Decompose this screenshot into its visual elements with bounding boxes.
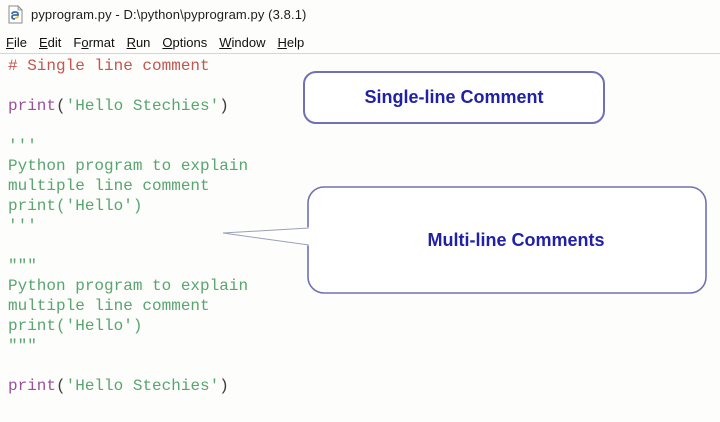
code-token: Python program to explain <box>8 157 249 175</box>
callout-multi-line-label: Multi-line Comments <box>427 229 605 250</box>
code-line: multiple line comment <box>8 296 720 316</box>
window-title: pyprogram.py - D:\python\pyprogram.py (3… <box>31 7 307 22</box>
code-line: ''' <box>8 216 720 236</box>
code-token: Python program to explain <box>8 277 249 295</box>
python-file-icon <box>7 5 24 24</box>
code-line: """ <box>8 336 720 356</box>
code-token: ''' <box>8 217 37 235</box>
menu-item-options[interactable]: Options <box>162 35 208 50</box>
code-token: ( <box>56 377 66 395</box>
code-line: print('Hello') <box>8 196 720 216</box>
code-line: print('Hello Stechies') <box>8 96 720 116</box>
menu-item-run[interactable]: Run <box>126 35 151 50</box>
menu-item-file[interactable]: File <box>6 35 27 50</box>
menu-separator <box>0 53 720 54</box>
menu-item-edit[interactable]: Edit <box>38 35 62 50</box>
menu-bar: File Edit Format Run Options Window Help <box>6 35 316 50</box>
code-token: ( <box>56 97 66 115</box>
code-token: multiple line comment <box>8 177 210 195</box>
callout-single-line-bubble: Single-line Comment <box>303 71 605 124</box>
code-line: ''' <box>8 136 720 156</box>
code-line: multiple line comment <box>8 176 720 196</box>
menu-item-window[interactable]: Window <box>219 35 266 50</box>
code-line: print('Hello') <box>8 316 720 336</box>
callout-multi-line-bubble <box>222 186 707 294</box>
code-token: 'Hello Stechies' <box>65 97 220 115</box>
callout-tail-outline <box>222 227 310 246</box>
code-token: 'Hello Stechies' <box>65 377 220 395</box>
code-token: ) <box>219 97 229 115</box>
code-token: print('Hello') <box>8 197 143 215</box>
code-token: multiple line comment <box>8 297 210 315</box>
code-token: ) <box>219 377 229 395</box>
code-line: # Single line comment <box>8 56 720 76</box>
code-line <box>8 356 720 376</box>
code-token: # Single line comment <box>8 57 210 75</box>
code-line: Python program to explain <box>8 276 720 296</box>
title-bar: pyprogram.py - D:\python\pyprogram.py (3… <box>7 5 306 24</box>
code-token: print <box>8 97 57 115</box>
code-line: """ <box>8 256 720 276</box>
menu-item-format[interactable]: Format <box>73 35 115 50</box>
code-token: ''' <box>8 137 37 155</box>
menu-item-help[interactable]: Help <box>277 35 305 50</box>
code-token: """ <box>8 257 37 275</box>
callout-single-line-label: Single-line Comment <box>364 87 544 107</box>
code-token: """ <box>8 337 37 355</box>
code-line: Python program to explain <box>8 156 720 176</box>
code-line: print('Hello Stechies') <box>8 376 720 396</box>
code-token: print('Hello') <box>8 317 143 335</box>
code-token: print <box>8 377 57 395</box>
